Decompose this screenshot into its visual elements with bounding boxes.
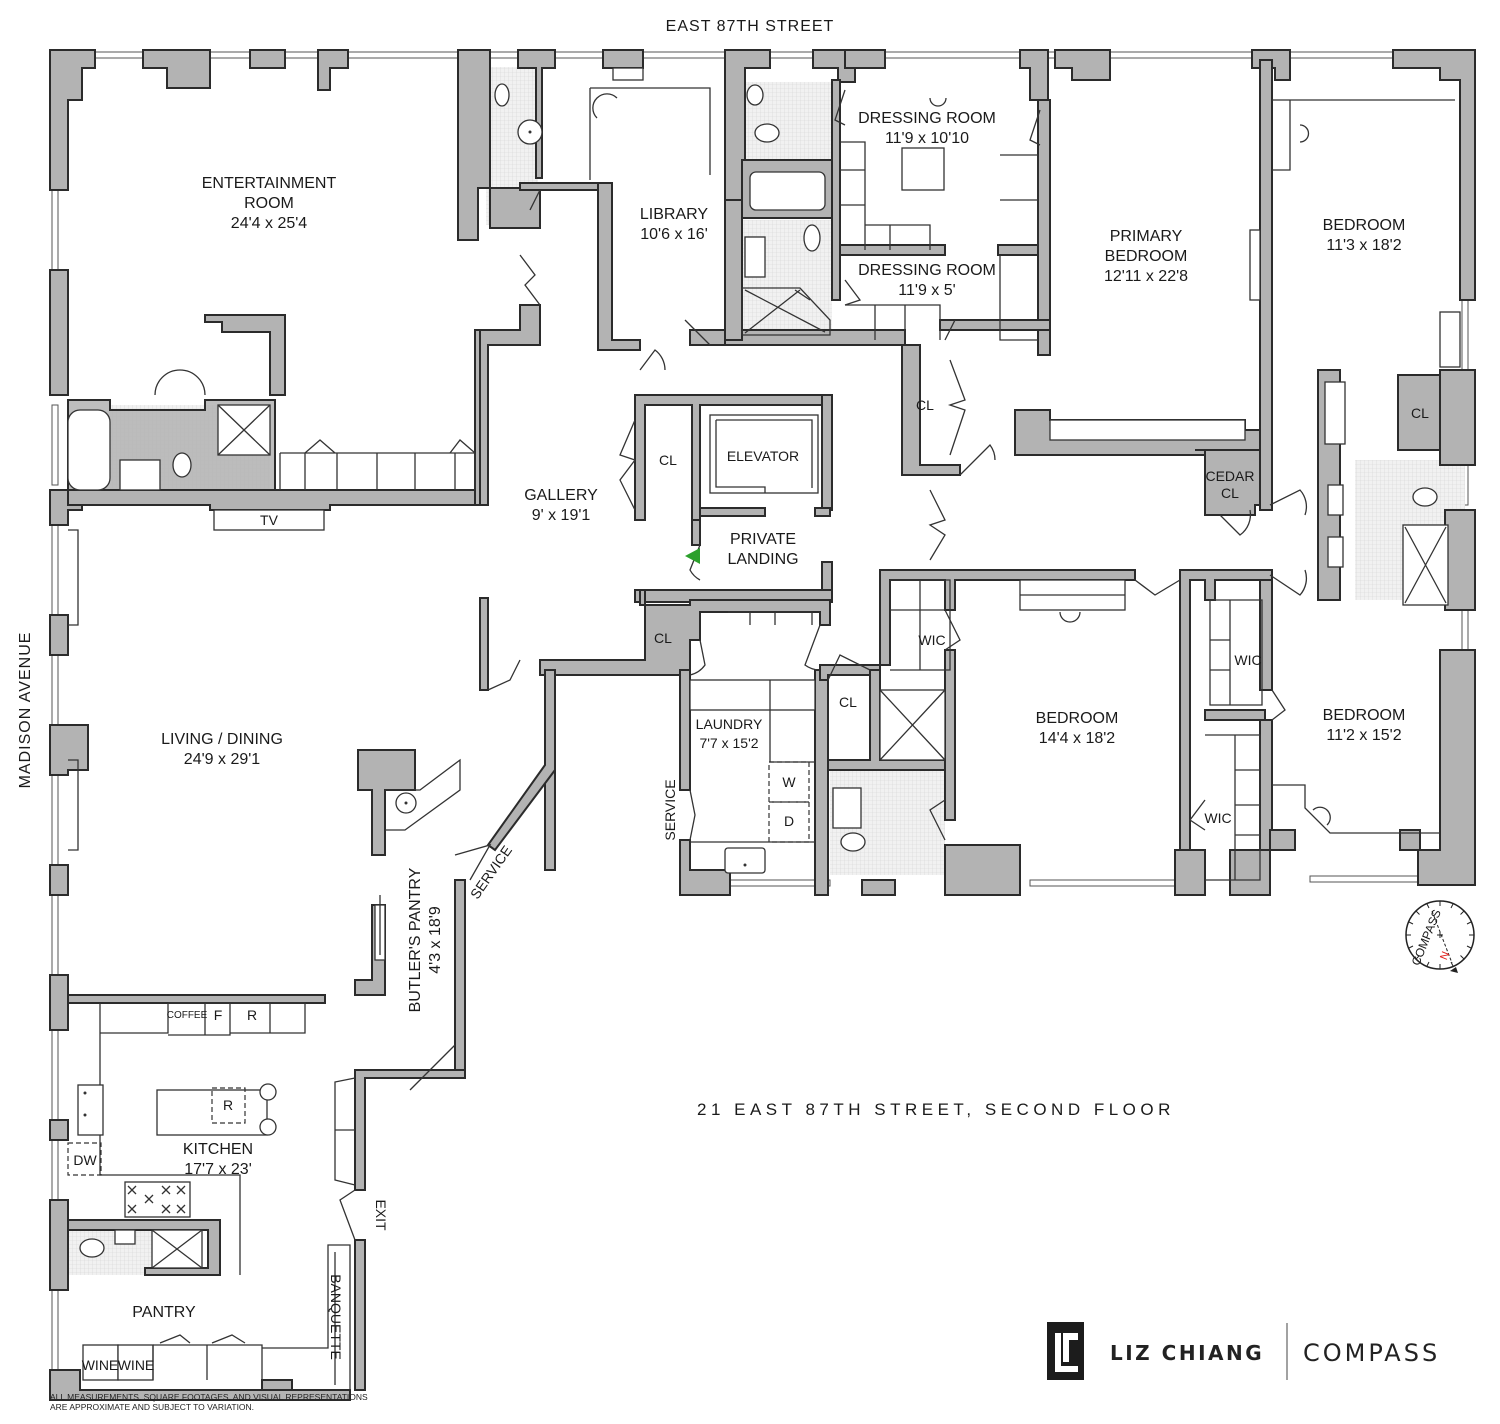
room-dims: 11'2 x 15'2 xyxy=(1326,727,1401,744)
room-name: DRESSING ROOM xyxy=(858,110,996,127)
room-pantry: PANTRY xyxy=(132,1304,196,1321)
closet-label: CL xyxy=(839,694,857,710)
fixtures xyxy=(67,67,1461,1390)
room-dims: 9' x 19'1 xyxy=(532,507,591,524)
disclaimer-line-1: ALL MEASUREMENTS, SQUARE FOOTAGES, AND V… xyxy=(50,1392,368,1402)
banquette-label: BANQUETTE xyxy=(328,1274,344,1360)
closet-label: CL xyxy=(916,397,934,413)
dishwasher-label: DW xyxy=(73,1152,97,1168)
room-name: LIVING / DINING xyxy=(161,731,283,748)
wine-label: WINE xyxy=(118,1357,155,1373)
room-name: BEDROOM xyxy=(1036,710,1119,727)
room-dims: 4'3 x 18'9 xyxy=(427,906,444,974)
room-entertainment: ENTERTAINMENT ROOM 24'4 x 25'4 xyxy=(202,175,337,232)
room-bedroom-se: BEDROOM 11'2 x 15'2 xyxy=(1323,707,1406,744)
closet-label: CL xyxy=(1221,485,1239,501)
exit-door-label: EXIT xyxy=(373,1199,389,1231)
room-labels: ENTERTAINMENT ROOM 24'4 x 25'4 LIBRARY 1… xyxy=(132,110,1405,1321)
fridge-label: R xyxy=(247,1007,257,1023)
closet-label: WIC xyxy=(1234,652,1261,668)
room-dims: 14'4 x 18'2 xyxy=(1039,730,1115,747)
room-dims: 24'4 x 25'4 xyxy=(231,215,307,232)
room-dims: 12'11 x 22'8 xyxy=(1104,268,1188,285)
closet-label: WIC xyxy=(918,632,945,648)
room-name: BEDROOM xyxy=(1105,248,1188,265)
room-gallery: GALLERY 9' x 19'1 xyxy=(524,487,598,524)
freezer-label: F xyxy=(214,1007,223,1023)
room-name: PRIMARY xyxy=(1110,228,1183,245)
property-address: 21 EAST 87TH STREET, SECOND FLOOR xyxy=(697,1100,1175,1119)
service-door-label: SERVICE xyxy=(662,779,678,840)
room-name: GALLERY xyxy=(524,487,598,504)
room-private-landing: PRIVATE LANDING xyxy=(727,531,798,568)
elevator-label: ELEVATOR xyxy=(727,448,799,464)
room-laundry: LAUNDRY 7'7 x 15'2 xyxy=(696,716,763,751)
room-bedroom-center: BEDROOM 14'4 x 18'2 xyxy=(1036,710,1119,747)
door-swings xyxy=(154,89,1308,1241)
street-label-north: EAST 87TH STREET xyxy=(666,18,835,35)
room-library: LIBRARY 10'6 x 16' xyxy=(640,206,709,243)
room-bedroom-ne: BEDROOM 11'3 x 18'2 xyxy=(1323,217,1406,254)
compass-icon: COMPASS N xyxy=(1405,900,1475,973)
brokerage-name: COMPASS xyxy=(1303,1339,1440,1367)
room-name: PRIVATE xyxy=(730,531,796,548)
compass-north-label: N xyxy=(1438,950,1452,962)
room-dims: 11'9 x 10'10 xyxy=(885,130,969,147)
room-name: LAUNDRY xyxy=(696,716,763,732)
room-dims: 17'7 x 23' xyxy=(184,1161,252,1178)
wine-label: WINE xyxy=(82,1357,119,1373)
room-dims: 7'7 x 15'2 xyxy=(699,735,758,751)
closet-label: CL xyxy=(654,630,672,646)
closet-label: CL xyxy=(1411,405,1429,421)
dryer-label: D xyxy=(784,813,794,829)
street-label-west: MADISON AVENUE xyxy=(17,632,34,789)
disclaimer-line-2: ARE APPROXIMATE AND SUBJECT TO VARIATION… xyxy=(50,1402,254,1412)
entry-marker-icon xyxy=(685,548,700,564)
closet-label: WIC xyxy=(1204,810,1231,826)
agent-logo: LIZ CHIANG xyxy=(1047,1322,1264,1380)
island-fridge-label: R xyxy=(223,1097,233,1113)
room-dressing-1: DRESSING ROOM 11'9 x 10'10 xyxy=(858,110,996,147)
fixture-labels: TV COFFEE F R R DW W D WINE WINE BANQUET… xyxy=(73,512,796,1373)
room-dressing-2: DRESSING ROOM 11'9 x 5' xyxy=(858,262,996,299)
room-name: KITCHEN xyxy=(183,1141,253,1158)
washer-label: W xyxy=(782,774,796,790)
room-dims: 10'6 x 16' xyxy=(640,226,708,243)
room-name: BEDROOM xyxy=(1323,217,1406,234)
room-dims: 24'9 x 29'1 xyxy=(184,751,260,768)
room-dims: 11'9 x 5' xyxy=(898,282,955,299)
room-name: ROOM xyxy=(244,195,294,212)
room-name: BUTLER'S PANTRY xyxy=(407,867,424,1012)
room-name: DRESSING ROOM xyxy=(858,262,996,279)
room-name: BEDROOM xyxy=(1323,707,1406,724)
closet-label: CL xyxy=(659,452,677,468)
room-dims: 11'3 x 18'2 xyxy=(1326,237,1401,254)
room-kitchen: KITCHEN 17'7 x 23' xyxy=(183,1141,253,1178)
room-name: ENTERTAINMENT xyxy=(202,175,337,192)
tv-label: TV xyxy=(260,512,279,528)
room-living-dining: LIVING / DINING 24'9 x 29'1 xyxy=(161,731,283,768)
room-name: LANDING xyxy=(727,551,798,568)
agent-name: LIZ CHIANG xyxy=(1110,1341,1264,1365)
room-primary-bedroom: PRIMARY BEDROOM 12'11 x 22'8 xyxy=(1104,228,1188,285)
coffee-label: COFFEE xyxy=(167,1010,208,1021)
closet-labels: CL CL CL CEDAR CL CL CL WIC WIC WIC xyxy=(654,397,1429,826)
closet-label: CEDAR xyxy=(1205,468,1254,484)
room-name: LIBRARY xyxy=(640,206,709,223)
room-butlers-pantry: BUTLER'S PANTRY 4'3 x 18'9 xyxy=(407,867,444,1012)
